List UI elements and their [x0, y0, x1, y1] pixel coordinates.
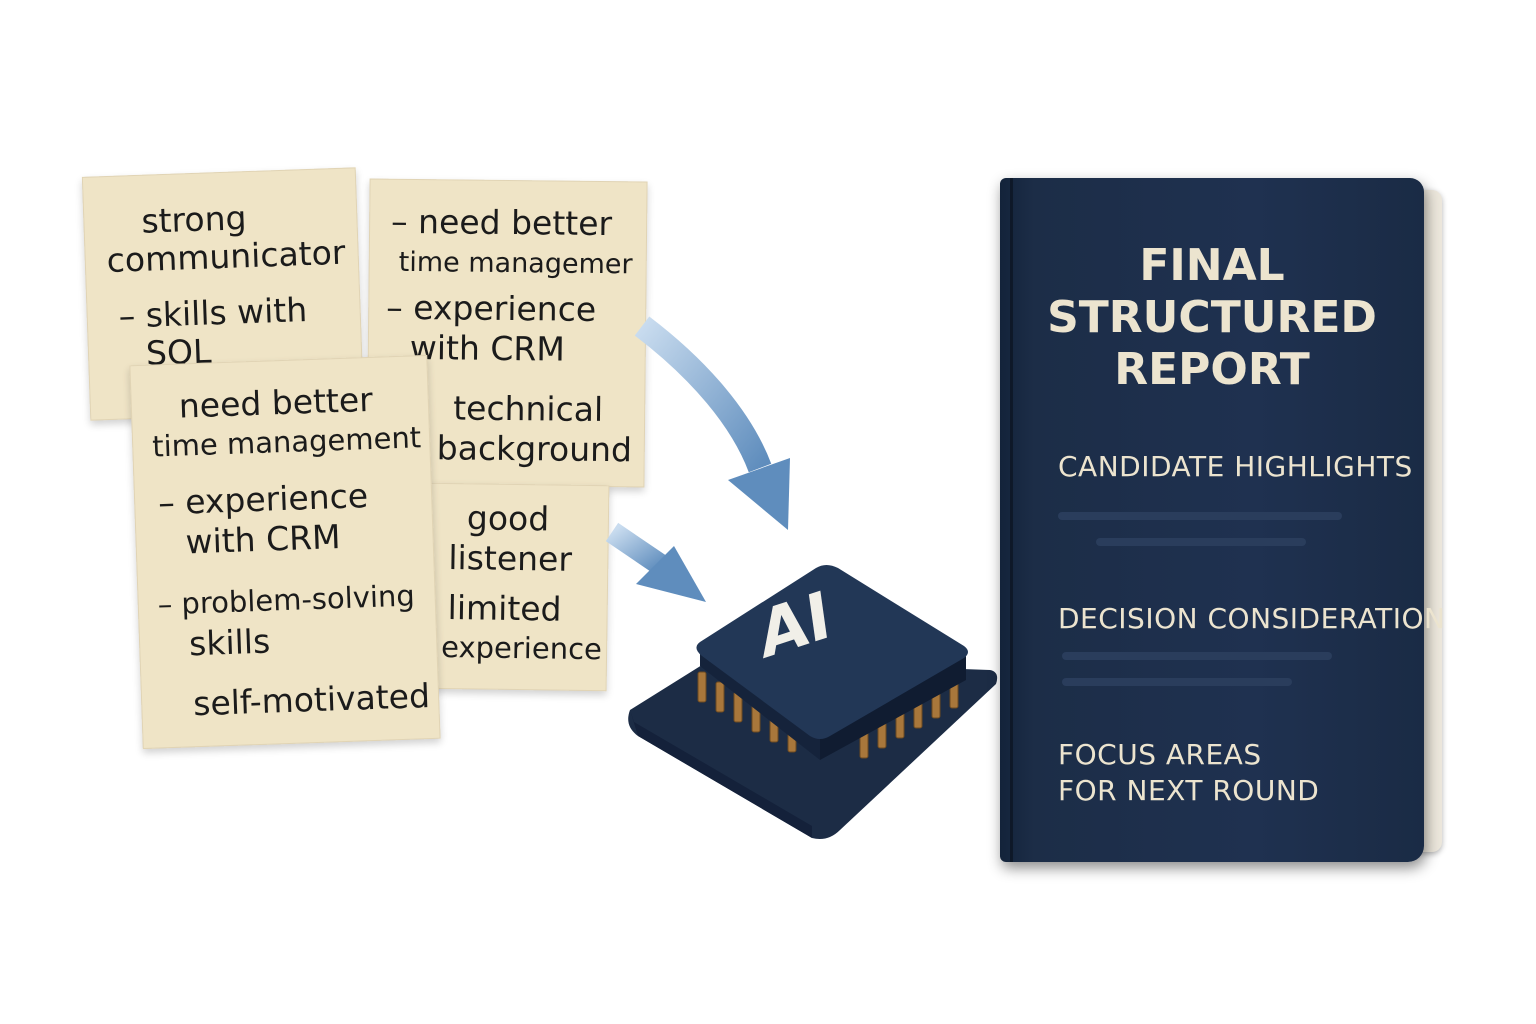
curved-arrow-icon [634, 316, 790, 530]
final-report-book: FINAL STRUCTURED REPORT CANDIDATE HIGHLI… [1000, 178, 1446, 862]
report-title-line: STRUCTURED [1047, 292, 1377, 343]
section-focus-areas: FOCUS AREAS [1058, 738, 1262, 771]
report-title-line: REPORT [1114, 344, 1310, 395]
section-focus-areas-cont: FOR NEXT ROUND [1058, 774, 1320, 807]
section-candidate-highlights: CANDIDATE HIGHLIGHTS [1058, 450, 1413, 483]
text-placeholder-line [1058, 512, 1342, 520]
ai-chip-icon: AI [620, 560, 1010, 860]
section-decision-consideration: DECISION CONSIDERATION [1058, 602, 1446, 635]
report-title-line: FINAL [1139, 240, 1285, 291]
book-cover: FINAL STRUCTURED REPORT CANDIDATE HIGHLI… [1000, 178, 1445, 862]
text-placeholder-line [1062, 652, 1332, 660]
text-placeholder-line [1062, 678, 1292, 686]
straight-arrow-icon [605, 522, 706, 602]
text-placeholder-line [1096, 538, 1306, 546]
